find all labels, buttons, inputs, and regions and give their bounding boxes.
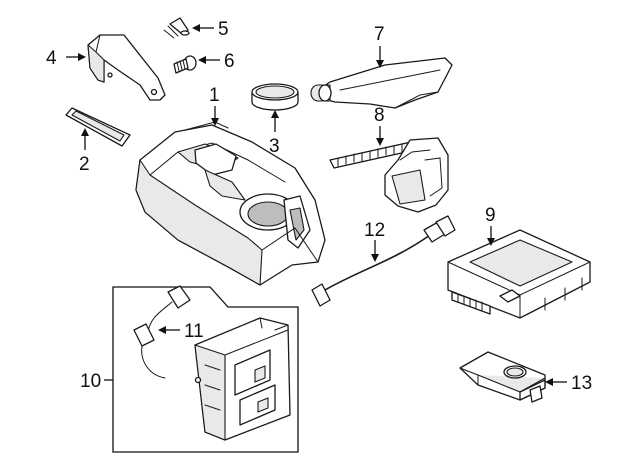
part-9-module[interactable] — [447, 229, 591, 319]
callout-3: 3 — [269, 136, 280, 157]
callout-7: 7 — [374, 24, 385, 45]
callout-10: 10 — [80, 371, 101, 392]
callout-9: 9 — [485, 205, 496, 226]
callout-6: 6 — [224, 51, 235, 72]
part-2-mat[interactable] — [65, 107, 131, 147]
part-13-switch[interactable] — [459, 351, 546, 403]
part-10-box — [112, 286, 299, 453]
part-4-bracket[interactable] — [87, 34, 166, 101]
callout-1: 1 — [209, 85, 220, 106]
callout-2: 2 — [79, 154, 90, 175]
holder-bracket[interactable] — [194, 317, 291, 441]
callout-4: 4 — [46, 48, 57, 69]
part-1-console[interactable] — [135, 121, 326, 286]
callout-12: 12 — [364, 220, 385, 241]
callout-leaders — [66, 24, 567, 386]
callout-5: 5 — [218, 19, 229, 40]
part-8-shifter[interactable] — [329, 137, 449, 213]
part-11-connector[interactable] — [133, 285, 191, 379]
part-6-screw[interactable] — [173, 55, 197, 74]
callout-13: 13 — [571, 373, 592, 394]
part-5-clip[interactable] — [163, 17, 190, 39]
callout-8: 8 — [374, 105, 385, 126]
part-3-ring[interactable] — [251, 83, 299, 111]
callout-11: 11 — [184, 321, 204, 342]
part-12-harness[interactable] — [311, 215, 456, 307]
part-7-handle[interactable] — [310, 57, 453, 109]
